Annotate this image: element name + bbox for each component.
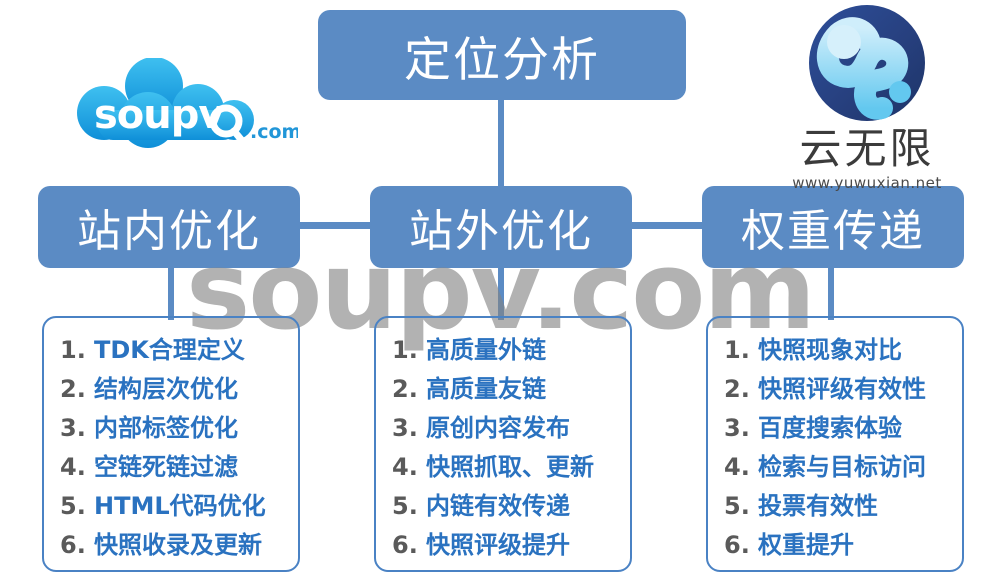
list-item-label: 快照抓取、更新: [426, 453, 594, 481]
panel-off-site-optimization: 1. 高质量外链 2. 高质量友链 3. 原创内容发布 4. 快照抓取、更新 5…: [374, 316, 632, 572]
list-item[interactable]: 6. 权重提升: [724, 526, 962, 565]
list-item[interactable]: 1. TDK合理定义: [60, 331, 298, 370]
list-item-number: 5.: [60, 492, 86, 520]
list-item-label: 快照现象对比: [758, 336, 902, 364]
logo-website-url: www.yuwuxian.net: [792, 174, 942, 192]
connector-left-to-panel: [168, 264, 174, 320]
list-item[interactable]: 2. 快照评级有效性: [724, 370, 962, 409]
category-box-on-site-optimization[interactable]: 站内优化: [38, 186, 300, 268]
list-item-number: 6.: [724, 531, 750, 559]
connector-right-to-panel: [828, 264, 834, 320]
list-item-label: 原创内容发布: [426, 414, 570, 442]
list-item-label: 高质量友链: [426, 375, 546, 403]
list-item[interactable]: 3. 内部标签优化: [60, 409, 298, 448]
list-item-label: 高质量外链: [426, 336, 546, 364]
connector-middle-to-panel: [498, 264, 504, 320]
list-item[interactable]: 4. 检索与目标访问: [724, 448, 962, 487]
list-item-label: 快照评级提升: [426, 531, 570, 559]
list-item-number: 4.: [60, 453, 86, 481]
list-item-label: 内部标签优化: [94, 414, 238, 442]
list-item-number: 1.: [392, 336, 418, 364]
list-item[interactable]: 1. 高质量外链: [392, 331, 630, 370]
list-item-label: TDK合理定义: [94, 336, 245, 364]
title-box[interactable]: 定位分析: [318, 10, 686, 100]
list-item-label: 结构层次优化: [94, 375, 238, 403]
svg-text:soupv: soupv: [94, 92, 224, 138]
list-item-number: 5.: [392, 492, 418, 520]
list-item-number: 2.: [392, 375, 418, 403]
list-item-number: 6.: [60, 531, 86, 559]
category-box-off-site-optimization[interactable]: 站外优化: [370, 186, 632, 268]
list-item-number: 1.: [60, 336, 86, 364]
list-item[interactable]: 5. 投票有效性: [724, 487, 962, 526]
list-item[interactable]: 5. 内链有效传递: [392, 487, 630, 526]
list-item-label: 空链死链过滤: [94, 453, 238, 481]
list-item-number: 3.: [60, 414, 86, 442]
circle-y-swoosh-icon: [809, 5, 925, 121]
panel-on-site-optimization: 1. TDK合理定义 2. 结构层次优化 3. 内部标签优化 4. 空链死链过滤…: [42, 316, 300, 572]
list-item-number: 2.: [60, 375, 86, 403]
category-box-label: 站内优化: [77, 206, 261, 257]
list-item[interactable]: 6. 快照收录及更新: [60, 526, 298, 565]
list-item-label: 内链有效传递: [426, 492, 570, 520]
list-item-number: 5.: [724, 492, 750, 520]
panel-weight-transfer: 1. 快照现象对比 2. 快照评级有效性 3. 百度搜索体验 4. 检索与目标访…: [706, 316, 964, 572]
category-box-label: 权重传递: [741, 206, 925, 257]
cloud-with-magnifier-icon: soupv .com: [77, 57, 301, 148]
list-item-label: HTML代码优化: [94, 492, 266, 520]
list-item[interactable]: 4. 快照抓取、更新: [392, 448, 630, 487]
list-item-number: 3.: [392, 414, 418, 442]
list-item-number: 3.: [724, 414, 750, 442]
list-item-label: 百度搜索体验: [758, 414, 902, 442]
category-box-label: 站外优化: [409, 206, 593, 257]
list-item[interactable]: 2. 结构层次优化: [60, 370, 298, 409]
list: 1. 快照现象对比 2. 快照评级有效性 3. 百度搜索体验 4. 检索与目标访…: [724, 331, 962, 565]
list-item[interactable]: 3. 原创内容发布: [392, 409, 630, 448]
list: 1. 高质量外链 2. 高质量友链 3. 原创内容发布 4. 快照抓取、更新 5…: [392, 331, 630, 565]
list-item-label: 快照评级有效性: [758, 375, 926, 403]
list-item-label: 快照收录及更新: [94, 531, 262, 559]
connector-title-to-middle: [498, 96, 504, 186]
list-item[interactable]: 3. 百度搜索体验: [724, 409, 962, 448]
category-box-weight-transfer[interactable]: 权重传递: [702, 186, 964, 268]
svg-text:.com: .com: [250, 121, 298, 143]
list-item-number: 4.: [724, 453, 750, 481]
list-item-label: 权重提升: [758, 531, 854, 559]
list-item-number: 4.: [392, 453, 418, 481]
list-item[interactable]: 5. HTML代码优化: [60, 487, 298, 526]
list-item-number: 1.: [724, 336, 750, 364]
list-item[interactable]: 4. 空链死链过滤: [60, 448, 298, 487]
list-item[interactable]: 6. 快照评级提升: [392, 526, 630, 565]
title-box-label: 定位分析: [404, 32, 600, 88]
logo-yuwuxian: 云无限 www.yuwuxian.net: [752, 4, 982, 192]
list-item[interactable]: 2. 高质量友链: [392, 370, 630, 409]
logo-company-name: 云无限: [799, 124, 935, 173]
list-item[interactable]: 1. 快照现象对比: [724, 331, 962, 370]
list: 1. TDK合理定义 2. 结构层次优化 3. 内部标签优化 4. 空链死链过滤…: [60, 331, 298, 565]
list-item-number: 6.: [392, 531, 418, 559]
list-item-label: 检索与目标访问: [758, 453, 926, 481]
list-item-number: 2.: [724, 375, 750, 403]
list-item-label: 投票有效性: [758, 492, 878, 520]
logo-soupv: soupv .com: [58, 57, 301, 162]
